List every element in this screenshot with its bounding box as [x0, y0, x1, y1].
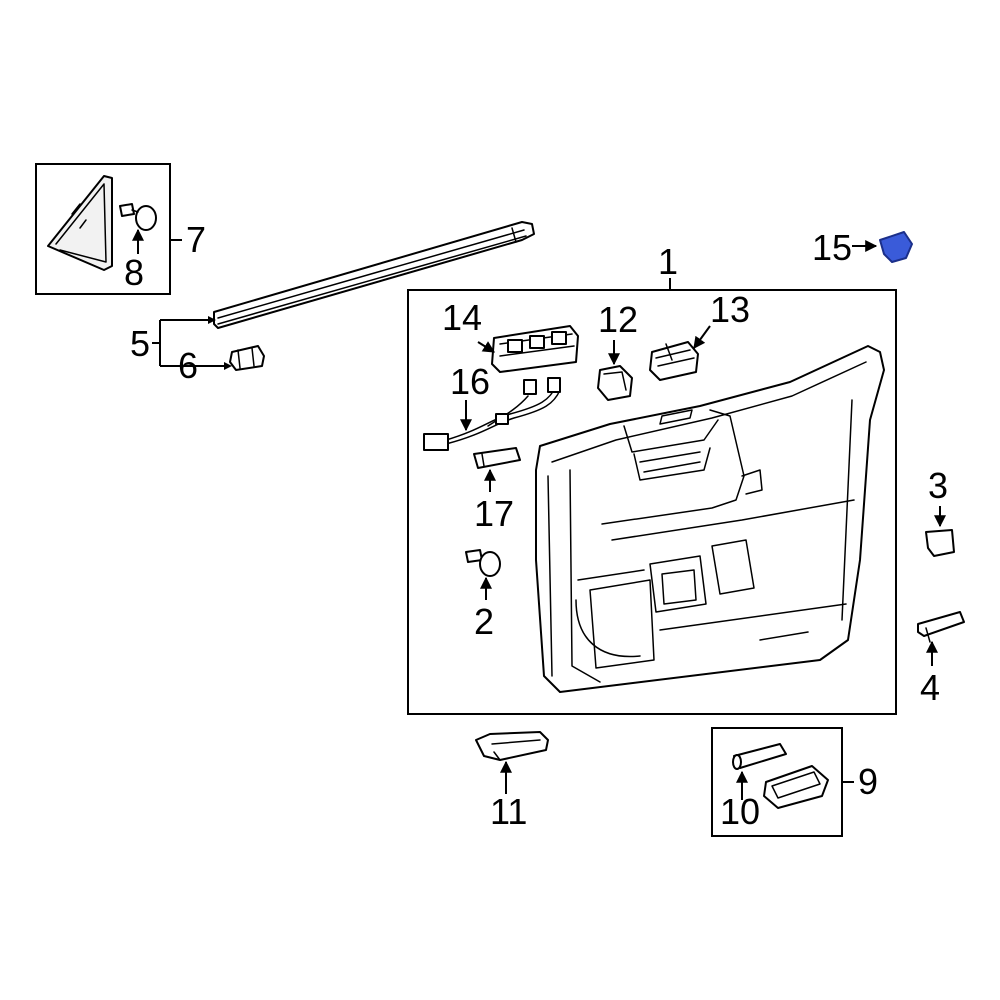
callout-7: 7 [186, 219, 206, 260]
callout-15: 15 [812, 227, 852, 268]
bracket-5-6 [152, 316, 232, 370]
callout-1: 1 [658, 241, 678, 282]
part-3-group: 3 [925, 465, 955, 557]
callout-12: 12 [598, 299, 638, 340]
lamp-9-part[interactable] [763, 765, 829, 809]
part-7-group: 8 7 [35, 163, 206, 295]
callout-10: 10 [720, 791, 760, 832]
part-7-box [35, 163, 171, 295]
part-4-group: 4 [917, 611, 965, 708]
switch-14-part[interactable] [491, 325, 579, 373]
part-4-strip[interactable] [917, 611, 965, 637]
part-3-clip[interactable] [925, 529, 955, 557]
wire-harness-16-part[interactable] [423, 377, 561, 451]
switch-12-part[interactable] [597, 365, 633, 401]
part-17-part[interactable] [473, 447, 521, 469]
callout-11: 11 [490, 791, 527, 832]
callout-3: 3 [928, 465, 948, 506]
callout-14: 14 [442, 297, 482, 338]
callout-17: 17 [474, 493, 514, 534]
callout-5: 5 [130, 323, 150, 364]
clip-8-part[interactable] [119, 203, 157, 231]
part-15-highlighted[interactable] [879, 231, 913, 263]
handle-11-part[interactable] [475, 731, 549, 761]
part-11-group: 11 [475, 731, 549, 832]
clip-2-part[interactable] [465, 549, 501, 577]
callout-13: 13 [710, 289, 750, 330]
callout-2: 2 [474, 601, 494, 642]
callout-9: 9 [858, 761, 878, 802]
part-15-group: 15 [812, 227, 913, 268]
bulb-10-part[interactable] [732, 743, 787, 770]
callout-8: 8 [124, 252, 144, 293]
part-1-box [407, 289, 897, 715]
weatherstrip-5-part[interactable] [213, 221, 535, 329]
callout-4: 4 [920, 667, 940, 708]
door-trim-panel-part[interactable] [535, 345, 885, 693]
switch-13-part[interactable] [649, 341, 699, 381]
callout-6: 6 [178, 345, 198, 386]
callout-16: 16 [450, 361, 490, 402]
mirror-cover-part[interactable] [47, 175, 113, 271]
part-1-group: 1 [407, 241, 897, 715]
part-9-group: 10 9 [711, 727, 878, 837]
clip-6-part[interactable] [229, 345, 265, 371]
